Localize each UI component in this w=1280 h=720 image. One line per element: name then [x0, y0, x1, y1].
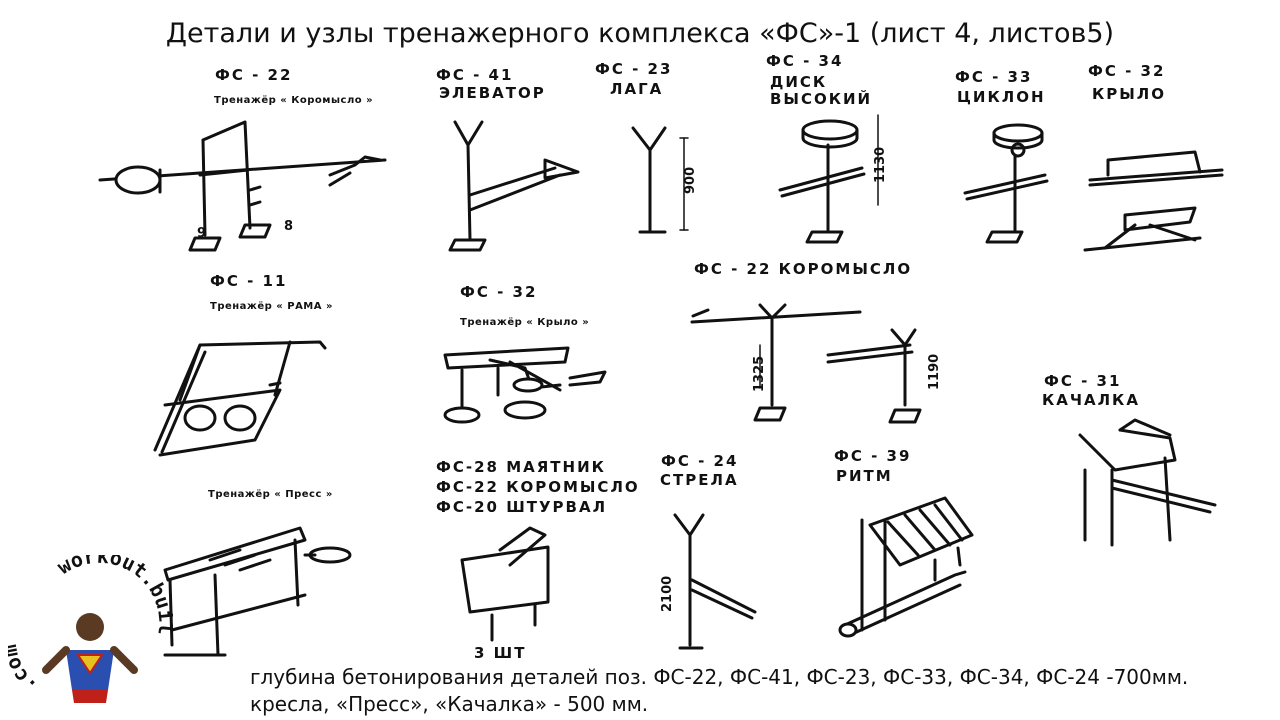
- sketch-fs41-elevator: [448, 120, 580, 252]
- sketch-fs33-cyclone: [963, 123, 1049, 244]
- fs32-mid-name: Тренажёр « Крыло »: [460, 317, 590, 328]
- fs11-name: Тренажёр « РАМА »: [210, 301, 333, 312]
- fs32-top-name: КРЫЛО: [1092, 85, 1167, 103]
- sketch-fs32-wing-top: [1083, 150, 1224, 252]
- fs39-name: РИТМ: [836, 467, 893, 485]
- fs22-top-dim-b: 8: [284, 219, 294, 234]
- fs41-name: ЭЛЕВАТОР: [439, 84, 546, 102]
- group-line3: ФС-20 ШТУРВАЛ: [436, 498, 608, 516]
- sketch-fs23-log: [631, 126, 689, 234]
- fs22-top-dim-a: 9: [197, 226, 207, 241]
- sketch-fs11-frame: [153, 340, 327, 457]
- footer-notes: глубина бетонирования деталей поз. ФС-22…: [250, 664, 1188, 718]
- fs31-name: КАЧАЛКА: [1042, 391, 1140, 409]
- sketch-fs31-rocking: [1078, 418, 1217, 547]
- sketch-fs22-rocker: [98, 120, 387, 252]
- fs32-top-code: ФС - 32: [1088, 62, 1166, 80]
- sheet-title: Детали и узлы тренажерного комплекса «ФС…: [165, 18, 1115, 49]
- fs34-code: ФС - 34: [766, 52, 844, 70]
- fs22-top-code: ФС - 22: [215, 66, 293, 84]
- fs23-name: ЛАГА: [610, 80, 664, 98]
- group-line1: ФС-28 МАЯТНИК: [436, 458, 606, 476]
- fs22-top-name: Тренажёр « Коромысло »: [214, 95, 374, 106]
- fs32-mid-code: ФС - 32: [460, 283, 538, 301]
- sketch-group-pendulum: [460, 526, 550, 642]
- svg-text:.com: .com: [8, 643, 41, 699]
- sketch-press-bench: [163, 526, 352, 657]
- fs31-code: ФС - 31: [1044, 372, 1122, 390]
- sketch-fs34-disk: [778, 114, 879, 244]
- fs34-name: ДИСК: [770, 73, 828, 91]
- fs24-code: ФС - 24: [661, 452, 739, 470]
- footer-line-1: глубина бетонирования деталей поз. ФС-22…: [250, 665, 1189, 689]
- fs11-code: ФС - 11: [210, 272, 288, 290]
- fs33-code: ФС - 33: [955, 68, 1033, 86]
- fs23-code: ФС - 23: [595, 60, 673, 78]
- sketch-fs22-rocker-mid: [690, 303, 922, 424]
- site-logo: .com workout.builder-ua: [0, 536, 178, 715]
- press-name: Тренажёр « Пресс »: [208, 489, 333, 500]
- sketch-fs24-arrow: [673, 513, 757, 650]
- fs33-name: ЦИКЛОН: [957, 88, 1046, 106]
- group-line2: ФС-22 КОРОМЫСЛО: [436, 478, 640, 496]
- footer-line-2: кресла, «Пресс», «Качалка» - 500 мм.: [250, 692, 649, 716]
- fs41-code: ФС - 41: [436, 66, 514, 84]
- group-qty: 3 ШТ: [474, 644, 527, 662]
- fs34-name2: ВЫСОКИЙ: [770, 90, 873, 108]
- fs39-code: ФС - 39: [834, 447, 912, 465]
- sketch-fs32-wing-mid: [443, 346, 607, 424]
- sketch-fs39-rhythm: [838, 496, 974, 638]
- fs24-name: СТРЕЛА: [660, 471, 739, 489]
- fs22-mid-code: ФС - 22 КОРОМЫСЛО: [694, 260, 913, 278]
- athlete-emblem-icon: .com workout.builder-ua: [0, 536, 178, 703]
